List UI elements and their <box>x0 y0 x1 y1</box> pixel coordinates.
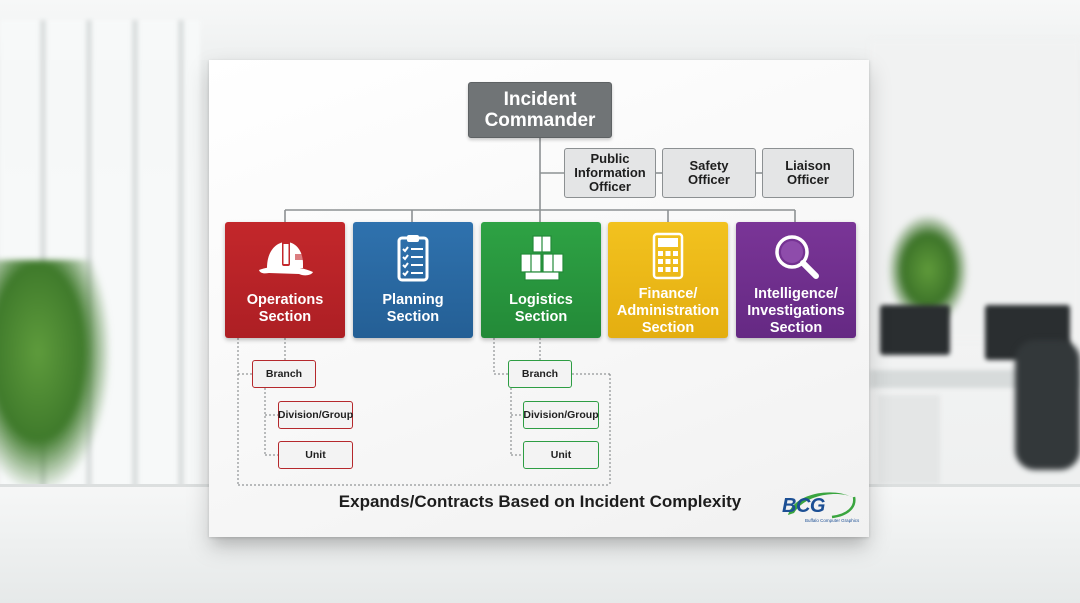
calculator-icon <box>652 232 684 280</box>
section-label: Intelligence/ Investigations Section <box>747 286 845 336</box>
monitor <box>880 305 950 355</box>
logo-tagline: Buffalo Computer Graphics <box>805 518 860 523</box>
logistics-division-group-box: Division/Group <box>523 401 599 429</box>
finance-administration-section-box: Finance/ Administration Section <box>608 222 728 338</box>
office-chair <box>1015 340 1080 470</box>
logistics-unit-box: Unit <box>523 441 599 469</box>
operations-unit-box: Unit <box>278 441 353 469</box>
liaison-officer-box: Liaison Officer <box>762 148 854 198</box>
logo-mark: BCG <box>782 495 825 517</box>
planning-section-box: Planning Section <box>353 222 473 338</box>
intelligence-investigations-section-box: Intelligence/ Investigations Section <box>736 222 856 338</box>
operations-branch-box: Branch <box>252 360 316 388</box>
bcg-logo-swoosh <box>788 492 856 519</box>
public-information-officer-box: Public Information Officer <box>564 148 656 198</box>
clipboard-checklist-icon <box>397 235 429 282</box>
diagram-caption: Expands/Contracts Based on Incident Comp… <box>338 492 742 511</box>
section-label: Finance/ Administration Section <box>616 286 720 336</box>
logistics-section-box: Logistics Section <box>481 222 601 338</box>
boxes-icon <box>520 235 564 281</box>
firefighter-helmet-icon <box>259 240 313 276</box>
plant-left <box>0 260 110 490</box>
operations-section-box: Operations Section <box>225 222 345 338</box>
magnifier-icon <box>775 235 819 279</box>
operations-division-group-box: Division/Group <box>278 401 353 429</box>
safety-officer-box: Safety Officer <box>662 148 756 198</box>
section-label: Logistics Section <box>509 292 573 325</box>
cabinet <box>878 395 940 485</box>
section-label: Operations Section <box>246 292 324 325</box>
incident-commander-box: Incident Commander <box>468 82 612 138</box>
logistics-branch-box: Branch <box>508 360 572 388</box>
section-label: Planning Section <box>382 292 444 325</box>
